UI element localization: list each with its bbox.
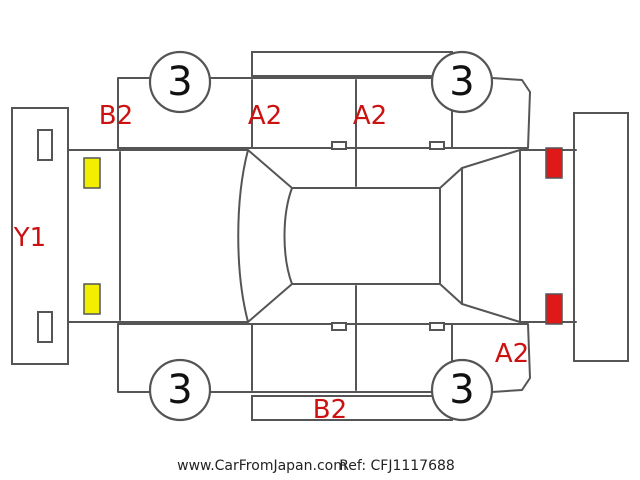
damage-code-right-rocker: B2 (313, 395, 347, 425)
front-bumper (11, 107, 69, 365)
rear-bumper (573, 112, 629, 362)
front-bumper-slot-bottom (37, 311, 53, 343)
damage-code-left-front-fender: B2 (99, 101, 133, 131)
door-handle-right-rear (429, 322, 445, 331)
damage-code-left-front-door: A2 (248, 101, 282, 131)
tire-front-left-score: 3 (167, 59, 192, 105)
windshield (247, 149, 293, 323)
rear-deck (461, 149, 521, 323)
watermark-site: www.CarFromJapan.com (177, 458, 347, 474)
tire-front-right: 3 (148, 358, 212, 422)
tire-front-right-score: 3 (167, 367, 192, 413)
rear-window (439, 167, 463, 305)
door-handle-right-front (331, 322, 347, 331)
tire-rear-left-score: 3 (449, 59, 474, 105)
tire-rear-right-score: 3 (449, 367, 474, 413)
rear-lamp-bottom-icon (545, 293, 563, 325)
damage-code-left-rear-door: A2 (353, 101, 387, 131)
front-bumper-slot-top (37, 129, 53, 161)
top-view-body (67, 149, 249, 323)
watermark-ref: Ref: CFJ1117688 (339, 458, 455, 474)
right-side-profile (117, 323, 531, 393)
tire-front-left: 3 (148, 50, 212, 114)
tire-rear-right: 3 (430, 358, 494, 422)
roof (291, 187, 441, 285)
damage-code-front-bumper: Y1 (13, 223, 46, 253)
source-watermark: www.CarFromJapan.com Ref: CFJ1117688 (177, 458, 455, 474)
door-handle-left-rear (429, 141, 445, 150)
damage-code-right-rear-quarter: A2 (495, 339, 529, 369)
right-rocker-panel (251, 395, 453, 421)
front-lamp-top-icon (83, 157, 101, 189)
rear-lamp-top-icon (545, 147, 563, 179)
left-side-profile (117, 77, 531, 149)
tire-rear-left: 3 (430, 50, 494, 114)
front-lamp-bottom-icon (83, 283, 101, 315)
left-rocker-panel (251, 51, 453, 77)
door-handle-left-front (331, 141, 347, 150)
